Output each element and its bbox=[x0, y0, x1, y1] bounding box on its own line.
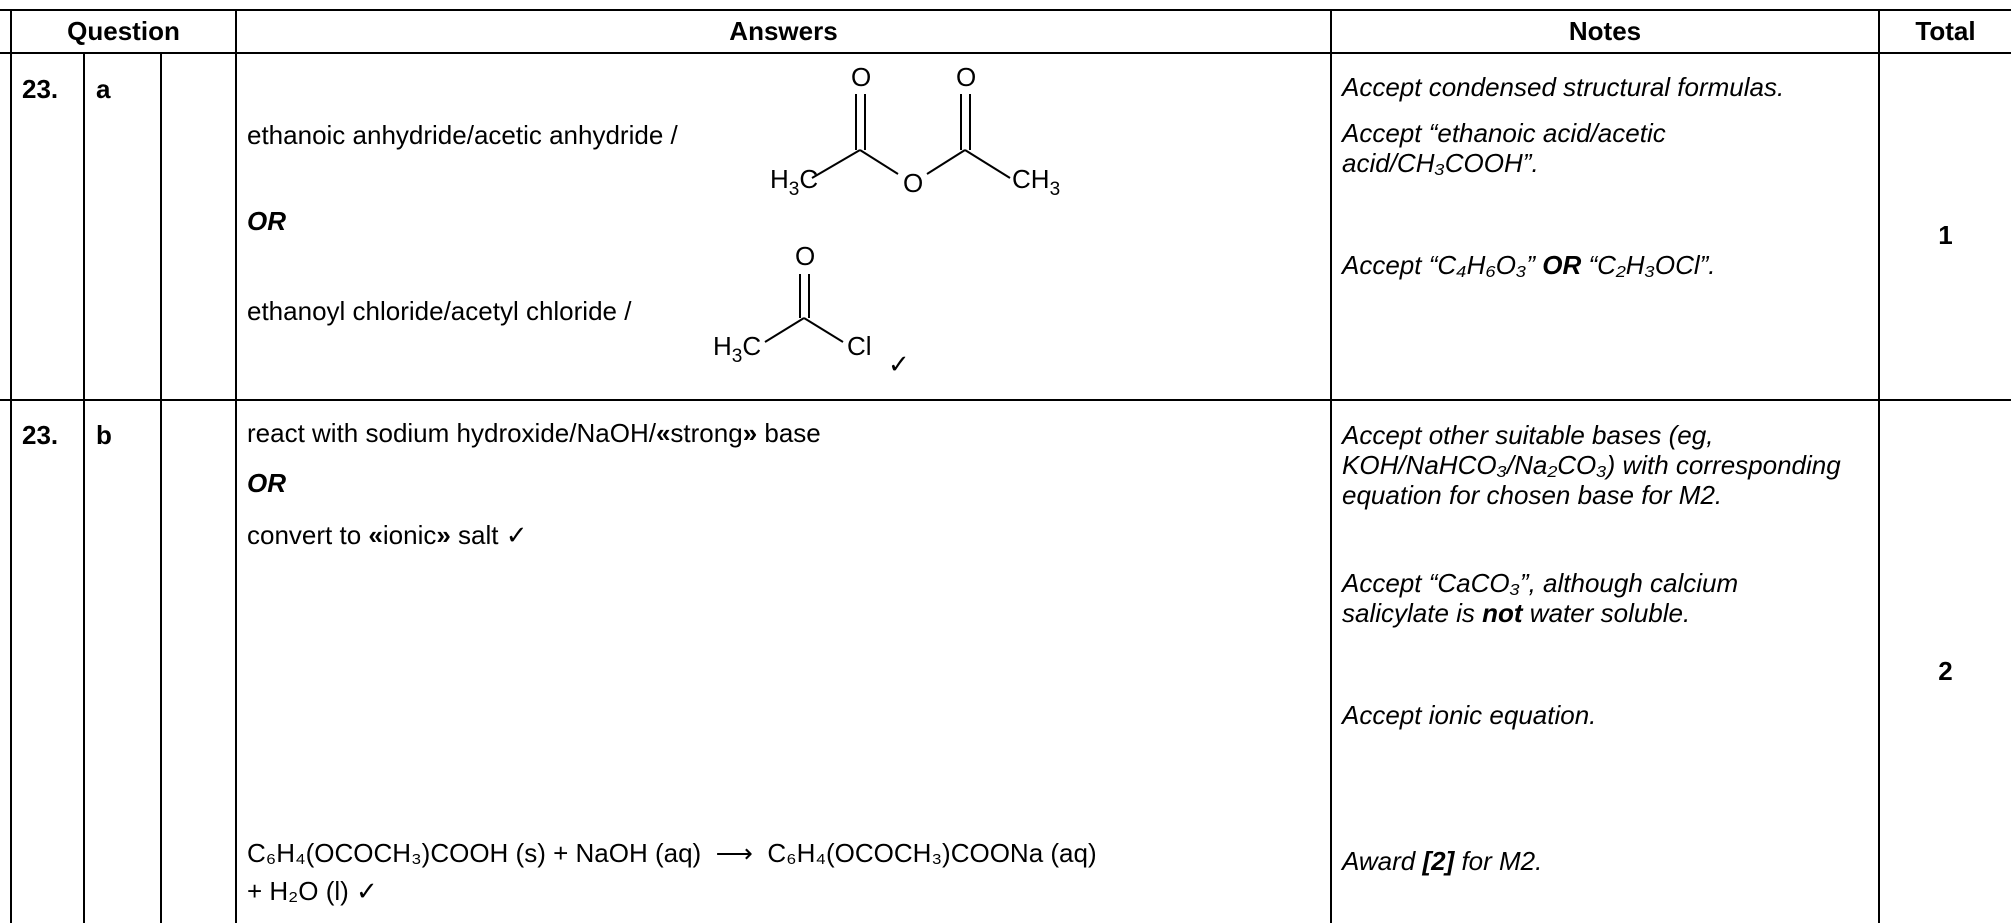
row-a-bottom-border bbox=[0, 399, 2011, 401]
header-question: Question bbox=[67, 15, 180, 46]
answer-b-line2: convert to «ionic» salt ✓ bbox=[247, 520, 528, 550]
chloride-cl: Cl bbox=[847, 331, 872, 361]
col-divider-answers bbox=[235, 9, 237, 923]
total-a: 1 bbox=[1938, 220, 1953, 250]
question-number-a: 23. bbox=[22, 74, 59, 104]
col-divider-part bbox=[83, 52, 85, 923]
header-answers: Answers bbox=[729, 15, 838, 46]
anhydride-ch3-right: CH3 bbox=[1012, 164, 1060, 200]
anhydride-o-bridge: O bbox=[903, 168, 923, 198]
note-b-1: Accept other suitable bases (eg, KOH/NaH… bbox=[1342, 420, 1841, 510]
anhydride-ch3-left: H3C bbox=[770, 164, 818, 200]
header-total: Total bbox=[1915, 15, 1976, 46]
anhydride-bond-to-bridge-left bbox=[859, 149, 899, 175]
chloride-bond-cl bbox=[803, 317, 844, 343]
answer-b-line1: react with sodium hydroxide/NaOH/«strong… bbox=[247, 418, 821, 448]
answer-b-equation-line2: + H₂O (l) ✓ bbox=[247, 876, 378, 906]
anhydride-o-left: O bbox=[851, 62, 871, 92]
note-a-2: Accept “ethanoic acid/acetic acid/CH₃COO… bbox=[1342, 118, 1666, 178]
question-part-b: b bbox=[96, 420, 112, 450]
table-top-border bbox=[0, 9, 2011, 11]
answer-a-tick: ✓ bbox=[888, 349, 910, 379]
note-b-2: Accept “CaCO₃”, although calcium salicyl… bbox=[1342, 568, 1739, 628]
chloride-ch3: H3C bbox=[713, 331, 761, 367]
chloride-o: O bbox=[795, 241, 815, 271]
total-b: 2 bbox=[1938, 656, 1953, 686]
note-a-1: Accept condensed structural formulas. bbox=[1342, 72, 1785, 102]
answer-a-line2: ethanoyl chloride/acetyl chloride / bbox=[247, 296, 632, 326]
answer-a-or: OR bbox=[247, 206, 286, 236]
header-notes: Notes bbox=[1568, 15, 1642, 46]
anhydride-bond-to-bridge-right bbox=[926, 149, 966, 175]
acetyl-chloride-structure: O H3C Cl ✓ bbox=[713, 241, 910, 379]
answer-b-equation-line1: C₆H₄(OCOCH₃)COOH (s) + NaOH (aq) ⟶ C₆H₄(… bbox=[247, 838, 1097, 868]
note-a-3: Accept “C₄H₆O₃” OR “C₂H₃OCl”. bbox=[1342, 250, 1716, 280]
table-left-border bbox=[10, 9, 12, 923]
col-divider-total bbox=[1878, 9, 1880, 923]
note-b-4: Award [2] for M2. bbox=[1342, 846, 1543, 876]
note-b-3: Accept ionic equation. bbox=[1342, 700, 1597, 730]
chloride-bond-ch3 bbox=[764, 317, 805, 343]
question-number-b: 23. bbox=[22, 420, 59, 450]
answer-a-line1: ethanoic anhydride/acetic anhydride / bbox=[247, 120, 678, 150]
col-divider-subpart bbox=[160, 52, 162, 923]
answer-b-or: OR bbox=[247, 468, 286, 498]
header-bottom-border bbox=[0, 52, 2011, 54]
question-part-a: a bbox=[96, 74, 111, 104]
acetic-anhydride-structure: O O O H3C CH3 bbox=[770, 62, 1060, 200]
anhydride-o-right: O bbox=[956, 62, 976, 92]
anhydride-bond-ch3-right bbox=[964, 149, 1011, 179]
anhydride-bond-ch3-left bbox=[811, 149, 861, 179]
col-divider-notes bbox=[1330, 9, 1332, 923]
